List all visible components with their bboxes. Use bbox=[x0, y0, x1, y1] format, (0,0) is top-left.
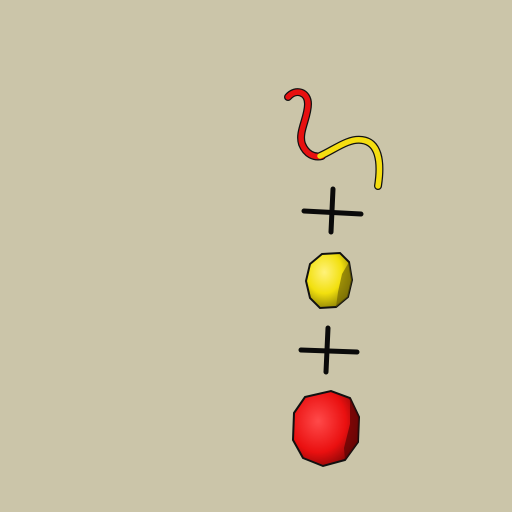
worm-red-segment bbox=[285, 89, 325, 160]
red-ball-icon bbox=[291, 389, 361, 468]
yellow-ball-icon bbox=[304, 251, 354, 310]
worm-icon bbox=[284, 88, 384, 190]
plus-icon-1 bbox=[301, 186, 364, 235]
plus-icon-2 bbox=[298, 325, 360, 375]
worm-yellow-segment bbox=[317, 137, 383, 189]
